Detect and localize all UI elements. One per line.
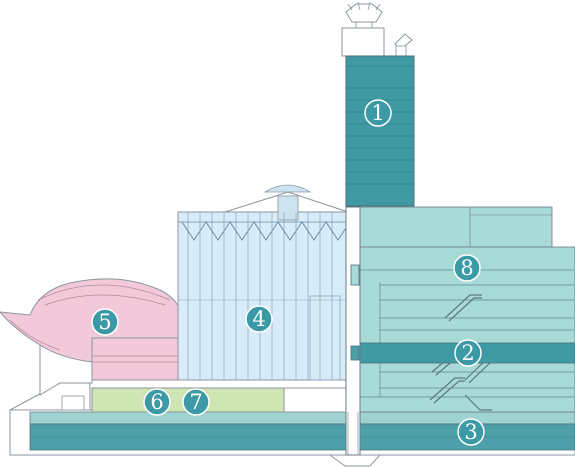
tower-zone [341,1,415,207]
badge-2-label: 2 [461,341,474,365]
badge-1-label: 1 [371,101,384,125]
badge-7: 7 [182,388,210,416]
badge-6: 6 [143,388,171,416]
basement-zone [29,411,575,451]
badge-2: 2 [454,339,482,367]
east-zone [351,206,575,413]
badge-5: 5 [91,308,119,336]
badge-6-label: 6 [150,390,163,414]
badge-7-label: 7 [189,390,202,414]
badge-1: 1 [364,99,392,127]
badge-3-label: 3 [464,420,477,444]
hall-zone [91,387,349,413]
badge-8-label: 8 [460,256,473,280]
badge-3: 3 [457,418,485,446]
badge-5-label: 5 [98,310,111,334]
atrium-zone [177,184,349,381]
badge-8: 8 [453,254,481,282]
core-shaft [345,206,361,456]
badge-4-label: 4 [252,307,265,331]
badge-4: 4 [245,305,273,333]
